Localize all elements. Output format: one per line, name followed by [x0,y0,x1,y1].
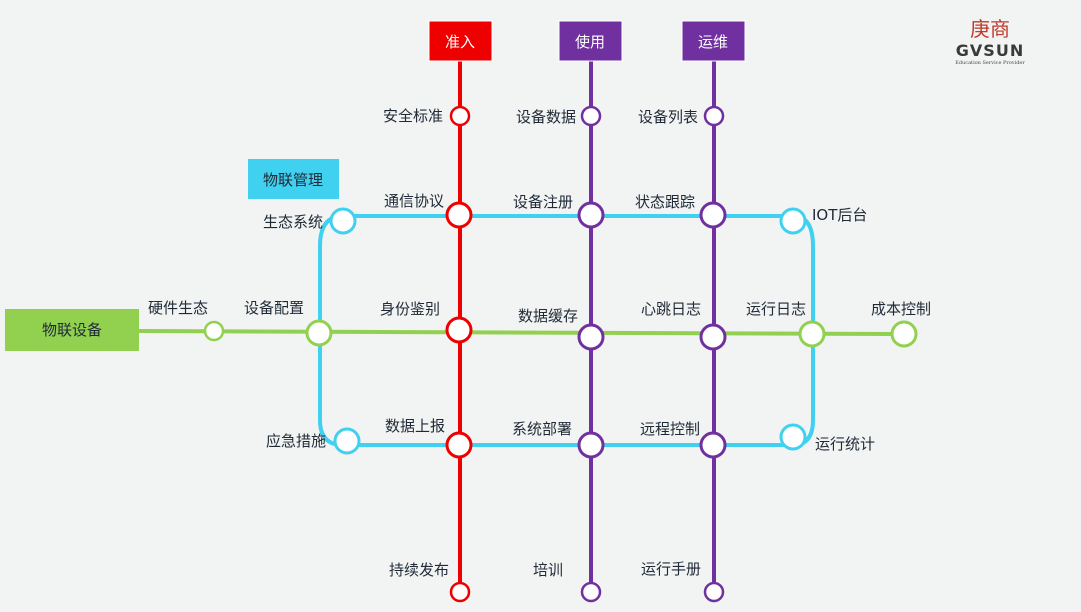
station-r1 [449,105,471,127]
station-r4 [445,431,473,459]
label-v1: 设备列表 [638,108,698,126]
station-c-tl [329,207,357,235]
station-v1 [703,105,725,127]
station-v5 [703,581,725,603]
green-device-box: 物联设备 [5,309,139,351]
station-g2 [305,319,333,347]
label-c-tl: 生态系统 [263,213,323,231]
label-v3: 心跳日志 [641,300,701,318]
logo-tagline: Education Service Provider [955,60,1025,66]
station-g3 [798,320,826,348]
label-g4: 成本控制 [871,300,931,318]
station-p3 [577,323,605,351]
logo-english: GVSUN [956,41,1024,60]
label-v2: 状态跟踪 [635,193,695,211]
cyan-management-box: 物联管理 [248,159,339,199]
label-c-bl: 应急措施 [266,432,326,450]
logo-chinese: 庚商 [970,17,1010,41]
green-line [138,329,905,336]
label-r4: 数据上报 [385,417,445,435]
label-r3: 身份鉴别 [380,300,440,318]
header-red-box: 准入 [428,20,493,62]
station-g1 [203,320,225,342]
label-p5: 培训 [533,561,563,579]
label-g3: 运行日志 [746,300,806,318]
station-p4 [577,431,605,459]
label-r2: 通信协议 [384,192,444,210]
label-g2: 设备配置 [244,299,304,317]
label-r1: 安全标准 [383,107,443,125]
cyan-box-label: 物联管理 [263,171,323,189]
station-p5 [580,581,602,603]
label-v5: 运行手册 [641,560,701,578]
label-g1: 硬件生态 [148,299,208,317]
station-c-tr [779,207,807,235]
label-p2: 设备注册 [513,193,573,211]
station-v3 [699,323,727,351]
header-red-label: 准入 [445,33,475,51]
header-violet-label: 运维 [698,33,728,51]
gvsun-logo: 庚商 GVSUN Education Service Provider [955,17,1025,66]
header-purple-label: 使用 [575,33,605,51]
station-p1 [580,105,602,127]
station-v2 [699,201,727,229]
station-c-br [779,423,807,451]
label-p1: 设备数据 [516,108,576,126]
label-v4: 远程控制 [640,420,700,438]
label-p4: 系统部署 [512,420,572,438]
station-r3 [445,316,473,344]
green-box-label: 物联设备 [42,321,102,339]
label-c-br: 运行统计 [815,435,875,453]
station-g4 [890,320,918,348]
label-c-tr: IOT后台 [812,206,867,224]
label-p3: 数据缓存 [518,307,578,325]
header-violet-box: 运维 [681,20,746,62]
station-r2 [445,201,473,229]
station-p2 [577,201,605,229]
station-v4 [699,431,727,459]
label-r5: 持续发布 [389,561,449,579]
station-c-bl [333,427,361,455]
header-purple-box: 使用 [558,20,623,62]
station-r5 [449,581,471,603]
